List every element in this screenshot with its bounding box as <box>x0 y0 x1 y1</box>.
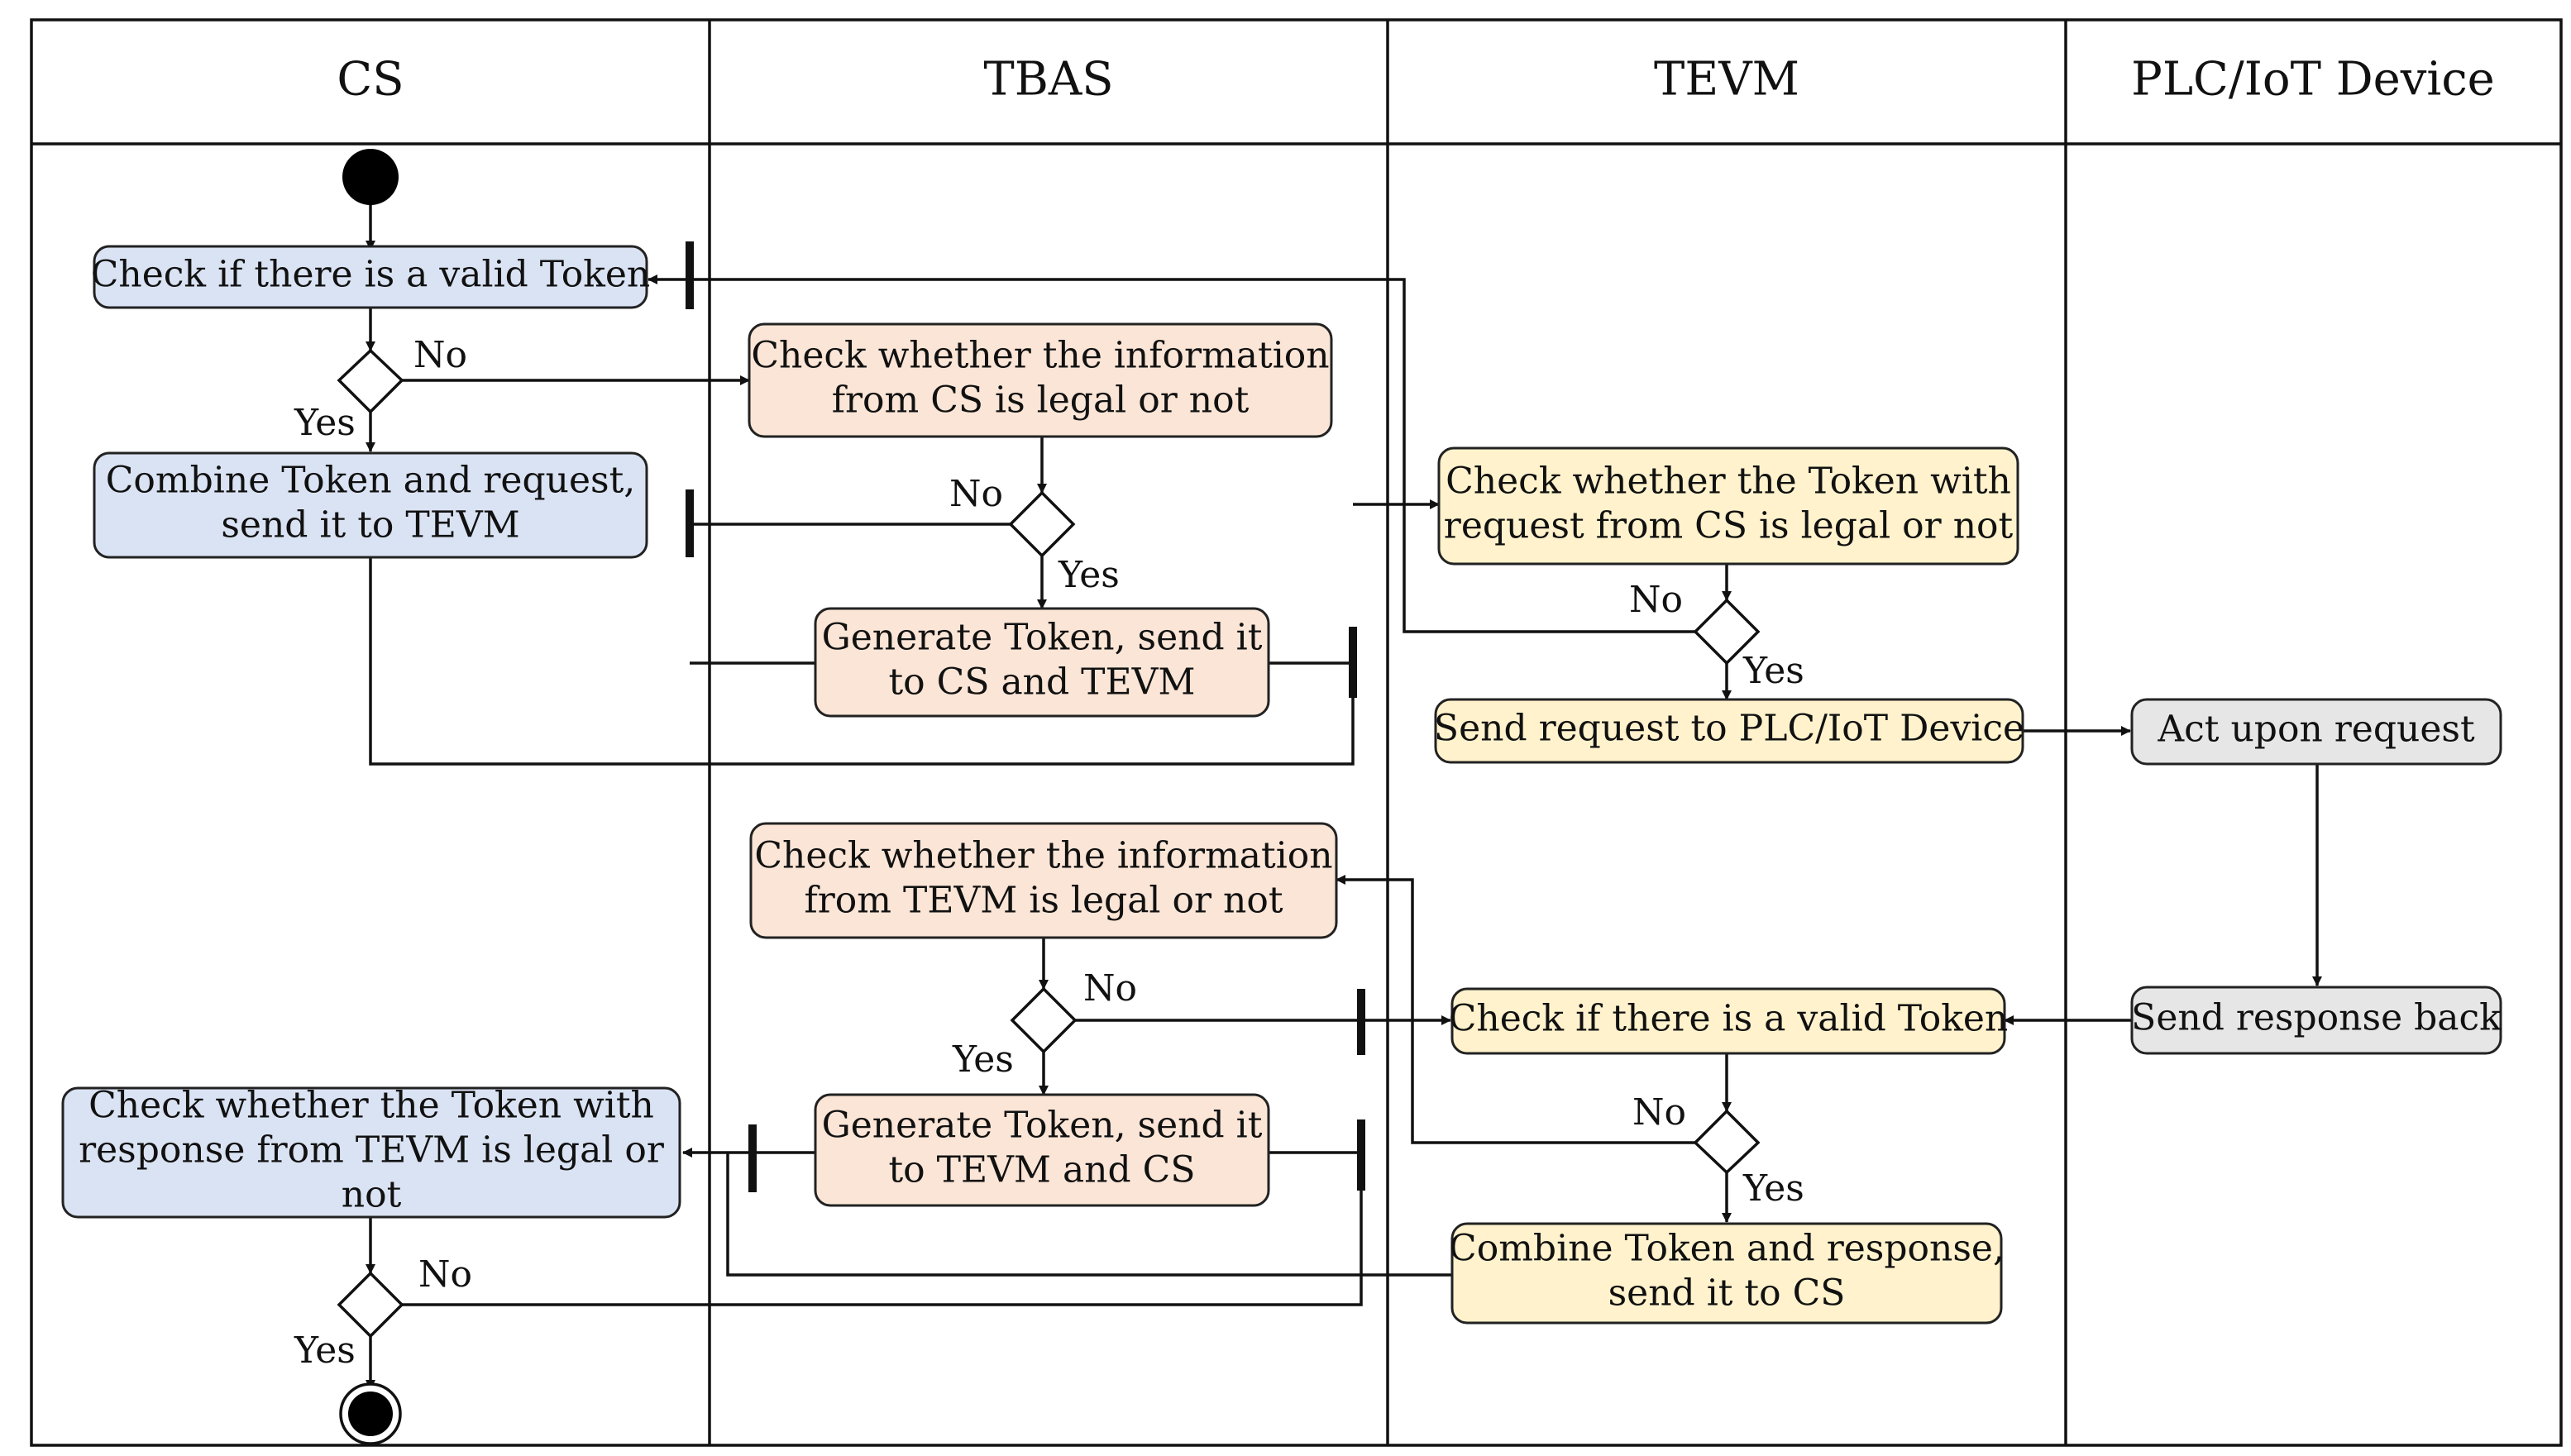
action-cs-check-token: Check if there is a valid Token <box>91 245 651 309</box>
sync-bar-cs-token-join <box>686 241 694 309</box>
guard-yes: Yes <box>1058 554 1120 596</box>
decision-cs-response-legal <box>337 1271 404 1339</box>
action-box <box>814 1093 1270 1207</box>
action-label: Check if there is a valid Token <box>1449 998 2009 1040</box>
action-label: from CS is legal or not <box>832 380 1250 422</box>
action-box <box>61 1086 681 1219</box>
action-label: Check whether the Token with <box>88 1085 654 1127</box>
sync-bar-cs-response <box>748 1124 757 1192</box>
lane-header-tbas: TBAS <box>983 53 1113 107</box>
action-box <box>93 245 648 309</box>
action-box <box>1434 698 2024 764</box>
action-label: send it to TEVM <box>221 504 519 547</box>
action-label: Generate Token, send it <box>822 1105 1263 1147</box>
guard-yes: Yes <box>952 1038 1014 1081</box>
action-label: Combine Token and request, <box>106 460 636 502</box>
action-label: Generate Token, send it <box>822 617 1263 659</box>
guard-yes: Yes <box>294 402 356 444</box>
guard-no: No <box>1632 1091 1686 1134</box>
action-label: Check if there is a valid Token <box>91 254 651 296</box>
start-node <box>342 149 399 205</box>
action-label: Send request to PLC/IoT Device <box>1434 708 2024 750</box>
action-label: Combine Token and response, <box>1449 1228 2005 1270</box>
decision-tevm-valid-token <box>1693 1109 1761 1175</box>
action-label: to CS and TEVM <box>889 661 1196 704</box>
action-label: Act upon request <box>2157 709 2475 751</box>
action-label: to TEVM and CS <box>889 1149 1196 1191</box>
lane-header-cs: CS <box>337 53 404 107</box>
guard-no: No <box>418 1253 472 1296</box>
lane-header-tevm: TEVM <box>1654 53 1799 107</box>
action-cs-combine-request: Combine Token and request,send it to TEV… <box>93 451 648 559</box>
action-box <box>1450 1222 2003 1325</box>
action-tevm-send-request: Send request to PLC/IoT Device <box>1434 698 2024 764</box>
decision-tevm-request-legal <box>1693 598 1761 666</box>
end-node <box>339 1382 402 1445</box>
lane-header-plc-iot-device: PLC/IoT Device <box>2131 53 2495 107</box>
guard-yes: Yes <box>1742 650 1804 692</box>
action-label: Check whether the Token with <box>1446 461 2011 503</box>
action-label: Check whether the information <box>751 335 1329 377</box>
action-box <box>748 322 1333 438</box>
action-box <box>749 822 1338 939</box>
sync-bar-tevm-fork <box>1349 627 1357 698</box>
decision-cs-valid-token <box>337 348 404 414</box>
action-tevm-check-token: Check if there is a valid Token <box>1449 987 2009 1055</box>
action-box <box>2130 698 2502 766</box>
action-label: send it to CS <box>1608 1272 1846 1315</box>
action-box <box>814 607 1270 718</box>
guard-yes: Yes <box>294 1329 356 1372</box>
connectors <box>366 203 2322 1390</box>
swimlane-frame <box>30 18 2563 1447</box>
sync-bar-tevm-response <box>1357 989 1365 1055</box>
action-dev-act: Act upon request <box>2130 698 2502 766</box>
action-box <box>93 451 648 559</box>
action-label: from TEVM is legal or not <box>804 880 1283 922</box>
action-tevm-combine-response: Combine Token and response,send it to CS <box>1449 1222 2005 1325</box>
decision-tbas-cs-legal <box>1008 490 1076 558</box>
decision-tbas-tevm-legal <box>1010 986 1078 1054</box>
guard-no: No <box>413 334 467 376</box>
guard-no: No <box>949 473 1003 515</box>
action-dev-send-response: Send response back <box>2130 986 2502 1055</box>
action-box <box>2130 986 2502 1055</box>
action-label: request from CS is legal or not <box>1444 505 2014 547</box>
action-box <box>1437 446 2019 566</box>
action-label: Send response back <box>2131 997 2502 1039</box>
guard-no: No <box>1629 579 1683 621</box>
action-label: not <box>342 1174 402 1216</box>
action-box <box>1450 987 2006 1055</box>
guard-yes: Yes <box>1742 1167 1804 1210</box>
action-label: Check whether the information <box>754 835 1332 877</box>
sync-bar-cs-token-no <box>686 489 694 557</box>
guard-no: No <box>1083 967 1137 1010</box>
action-label: response from TEVM is legal or <box>79 1129 665 1172</box>
sync-bar-tbas-response <box>1357 1119 1365 1191</box>
